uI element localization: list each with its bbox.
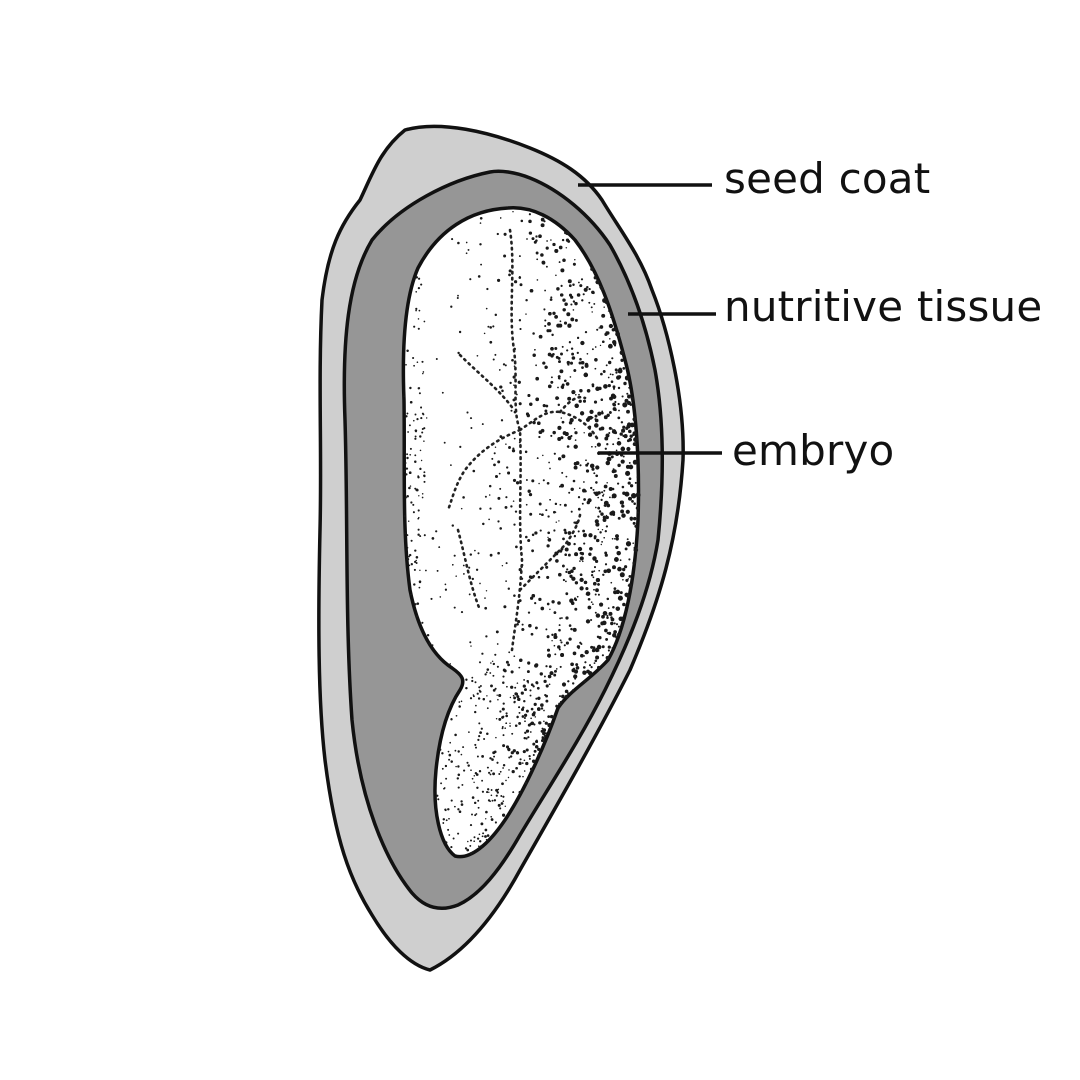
embryo-shape xyxy=(401,206,641,859)
embryo-veins xyxy=(446,228,600,652)
embryo-stippling xyxy=(403,210,641,855)
nutritive-tissue-label: nutritive tissue xyxy=(724,282,1043,331)
seed-coat-label: seed coat xyxy=(724,154,931,203)
embryo-label: embryo xyxy=(732,426,895,475)
